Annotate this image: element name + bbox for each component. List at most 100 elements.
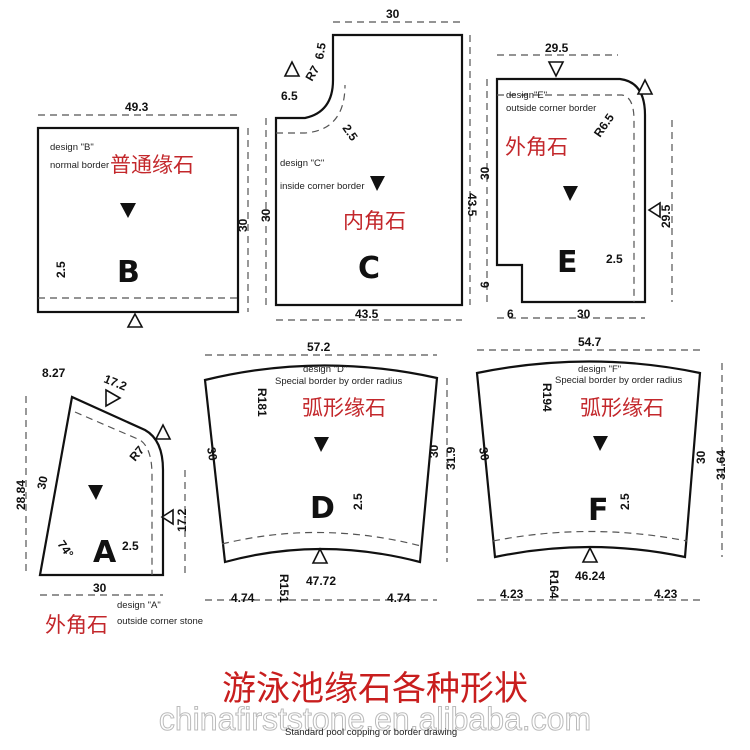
dim: 30: [236, 218, 250, 232]
direction-down-icon: [370, 176, 385, 191]
design-desc: Special border by order radius: [555, 375, 683, 386]
dim: 57.2: [307, 340, 331, 354]
cn-label: 外角石: [45, 613, 108, 637]
design-b: 49.3 30 2.5 design "B" normal border 普通缘…: [36, 100, 250, 328]
direction-up-icon: [283, 60, 301, 77]
dim: 2.5: [606, 252, 623, 266]
dim: 31.64: [714, 450, 728, 480]
dim: 30: [34, 474, 51, 490]
direction-up-icon: [154, 423, 172, 440]
design-label: design "B": [50, 142, 94, 153]
direction-up-icon: [636, 78, 654, 95]
direction-left-icon: [647, 201, 661, 219]
direction-icon: [105, 388, 122, 408]
cn-label: 内角石: [343, 209, 406, 233]
dim: 6: [507, 307, 514, 321]
dim: 54.7: [578, 335, 602, 349]
design-letter: C: [358, 251, 380, 286]
dim: 43.5: [355, 307, 379, 321]
dim: 17.2: [175, 508, 189, 532]
direction-down-icon: [563, 186, 578, 201]
dim: 4.74: [231, 591, 255, 605]
direction-left-icon: [160, 508, 174, 526]
design-e-outline: [495, 77, 647, 304]
design-c: 30 43.5 43.5 30 6.5 R7 6.5 2.5 design "C…: [259, 7, 479, 321]
dim: 30: [259, 208, 273, 222]
dim: 6.5: [312, 41, 329, 60]
dim: R151: [277, 574, 291, 603]
subtitle: Standard pool copping or border drawing: [285, 727, 457, 738]
direction-down-icon: [88, 485, 103, 500]
design-a-outline: [38, 395, 165, 577]
cn-label: 弧形缘石: [580, 396, 664, 420]
dim: 30: [694, 450, 708, 464]
dim: R194: [540, 383, 554, 412]
dim: 47.72: [306, 574, 336, 588]
design-letter: A: [93, 535, 117, 570]
dim: 30: [577, 307, 591, 321]
design-desc: Special border by order radius: [275, 376, 403, 387]
dim: 2.5: [340, 122, 361, 144]
design-a: 8.27 17.2 28.84 30 R7 74° 2.5 17.2 30 A …: [14, 366, 203, 637]
dim: 30: [386, 7, 400, 21]
design-label: design "A": [117, 600, 161, 611]
dim: 4.74: [387, 591, 411, 605]
cn-label: 弧形缘石: [302, 396, 386, 420]
dim: 6.5: [281, 89, 298, 103]
design-desc: outside corner border: [506, 103, 596, 114]
dim: 2.5: [618, 493, 632, 510]
dim: 2.5: [54, 261, 68, 278]
page-title: 游泳池缘石各种形状: [222, 669, 528, 709]
dim: R7: [302, 63, 322, 84]
dim: R164: [547, 570, 561, 599]
dim: R7: [127, 443, 148, 464]
dim: 30: [93, 581, 107, 595]
dim: 49.3: [125, 100, 149, 114]
dim: 2.5: [351, 493, 365, 510]
dim: 31.9: [444, 446, 458, 470]
direction-up-icon: [126, 312, 144, 328]
dim: 30: [427, 444, 441, 458]
dim: R6.5: [591, 111, 617, 140]
dim: 8.27: [42, 366, 66, 380]
watermark: chinafirststone.en.alibaba.com: [159, 701, 591, 737]
dim: 2.5: [122, 539, 139, 553]
design-b-outline: [36, 126, 240, 314]
dim: 30: [476, 446, 492, 462]
cn-label: 外角石: [505, 135, 568, 159]
design-desc: normal border: [50, 160, 109, 171]
dim: 4.23: [500, 587, 524, 601]
dim: 43.5: [465, 193, 479, 217]
dim: 30: [478, 166, 492, 180]
design-d: 57.2 R181 30 30 31.9 2.5 47.72 R151 4.74…: [203, 340, 458, 605]
dim: 4.23: [654, 587, 678, 601]
dim: 29.5: [659, 204, 673, 228]
design-c-outline: [274, 33, 464, 307]
design-letter: B: [117, 255, 140, 290]
design-d-outline: [203, 364, 439, 564]
design-letter: D: [310, 491, 335, 526]
design-label: design "D": [303, 364, 347, 375]
cn-label: 普通缘石: [110, 153, 194, 177]
dim: 74°: [55, 538, 77, 561]
dim: 28.84: [14, 480, 28, 510]
dim: 30: [204, 446, 220, 462]
design-desc: outside corner stone: [117, 616, 203, 627]
direction-down-icon: [547, 61, 565, 78]
dim: R181: [255, 388, 269, 417]
design-e: 29.5 30 R6.5 29.5 2.5 6 6 30 design"E" o…: [478, 41, 673, 321]
design-letter: E: [557, 245, 578, 280]
direction-up-icon: [581, 546, 599, 563]
design-letter: F: [588, 493, 609, 528]
direction-down-icon: [593, 436, 608, 451]
direction-up-icon: [311, 547, 329, 564]
design-desc: inside corner border: [280, 181, 365, 192]
design-label: design"E": [506, 90, 547, 101]
direction-down-icon: [314, 437, 329, 452]
dim: 46.24: [575, 569, 605, 583]
design-f: 54.7 R194 30 30 31.64 2.5 46.24 R164 4.2…: [475, 335, 728, 601]
dim: 6: [478, 281, 492, 288]
design-label: design "F": [578, 364, 621, 375]
design-f-outline: [475, 360, 702, 559]
